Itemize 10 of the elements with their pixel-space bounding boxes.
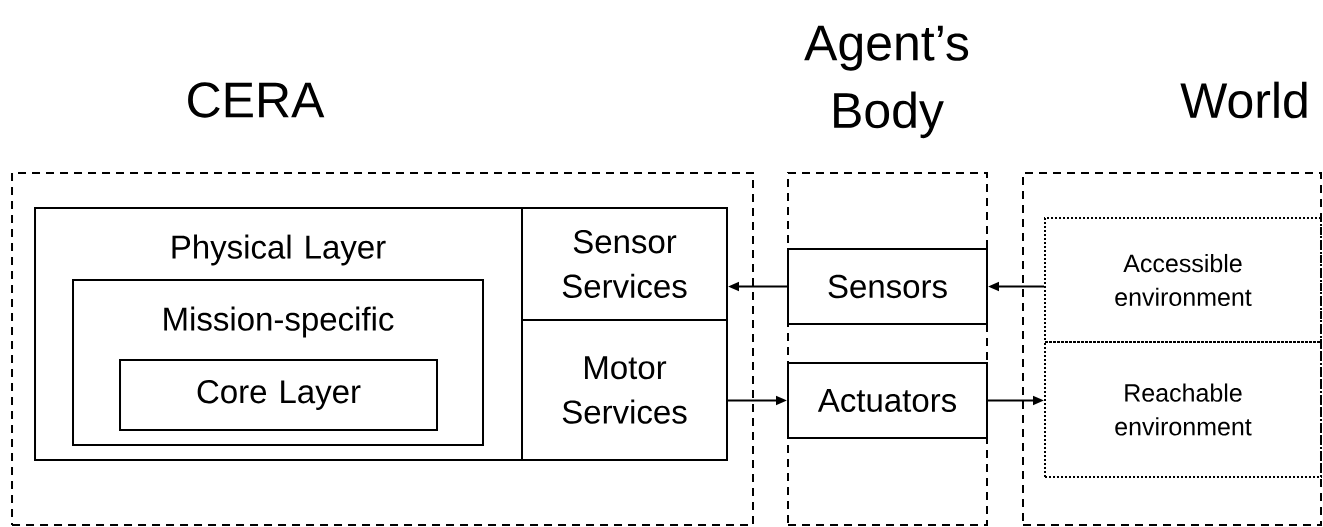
node-label: World [1180, 81, 1307, 119]
node-label: Agent’s Body [804, 25, 969, 139]
component-box: Motor Services [521, 319, 728, 461]
component-box: Reachable environment [1044, 341, 1322, 478]
component-box: Sensor Services [521, 207, 728, 321]
component-box: Core Layer [119, 359, 438, 431]
node-label: CERA [188, 82, 325, 118]
component-box: Accessible environment [1044, 217, 1322, 343]
component-box: Actuators [787, 362, 988, 439]
component-box: Sensors [787, 248, 988, 325]
